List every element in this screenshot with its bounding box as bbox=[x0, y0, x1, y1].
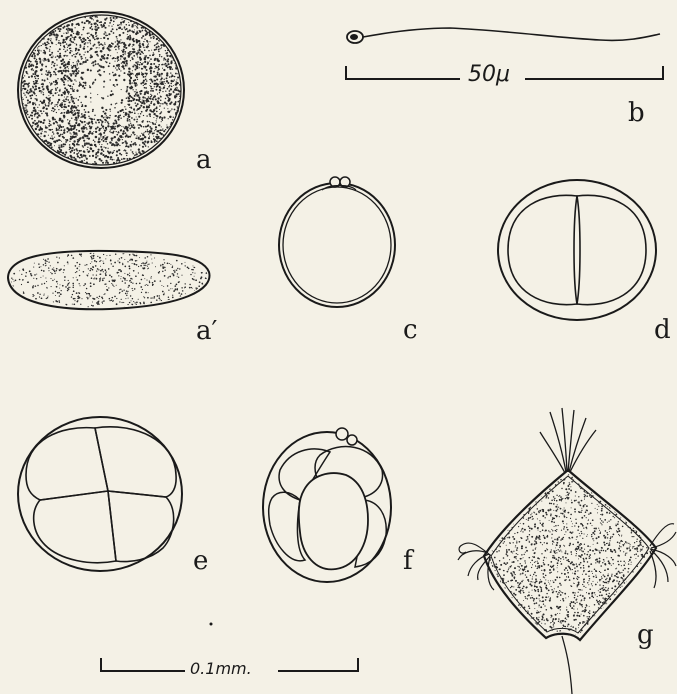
stray-dot bbox=[210, 623, 213, 626]
figure-d-two-cell bbox=[498, 180, 656, 320]
figure-e-four-cell bbox=[18, 417, 182, 571]
posterior-flagellum bbox=[562, 636, 572, 694]
figure-a-prime-egg bbox=[8, 251, 210, 309]
label-e: e bbox=[193, 548, 208, 574]
label-a-prime: a′ bbox=[196, 318, 217, 344]
blastomere-large bbox=[299, 473, 368, 569]
blastomere bbox=[108, 491, 174, 562]
label-c: c bbox=[403, 317, 418, 343]
apical-tuft bbox=[540, 408, 596, 473]
label-f: f bbox=[403, 548, 413, 574]
egg-scale-label: 0.1mm. bbox=[190, 661, 252, 677]
label-g: g bbox=[637, 622, 654, 648]
sperm-tail bbox=[363, 28, 660, 40]
sperm-head-nucleus bbox=[350, 34, 358, 40]
figure-f-eight-cell bbox=[263, 428, 391, 582]
blastomere bbox=[26, 428, 108, 500]
label-d: d bbox=[654, 317, 671, 343]
figure-b-sperm bbox=[347, 28, 660, 43]
polar-body bbox=[336, 428, 348, 440]
blastomere bbox=[95, 427, 176, 497]
sperm-scale-label: 50μ bbox=[468, 64, 510, 86]
polar-body bbox=[347, 435, 357, 445]
right-cilia-tuft bbox=[650, 524, 676, 588]
blastomere bbox=[574, 195, 646, 304]
figure-g-larva bbox=[458, 408, 676, 694]
blastomere bbox=[508, 195, 580, 304]
label-a: a bbox=[196, 147, 212, 173]
figure-a-egg bbox=[18, 12, 184, 168]
larva-stipple bbox=[486, 472, 650, 638]
figure-c-egg bbox=[279, 177, 395, 307]
label-b: b bbox=[628, 100, 645, 126]
